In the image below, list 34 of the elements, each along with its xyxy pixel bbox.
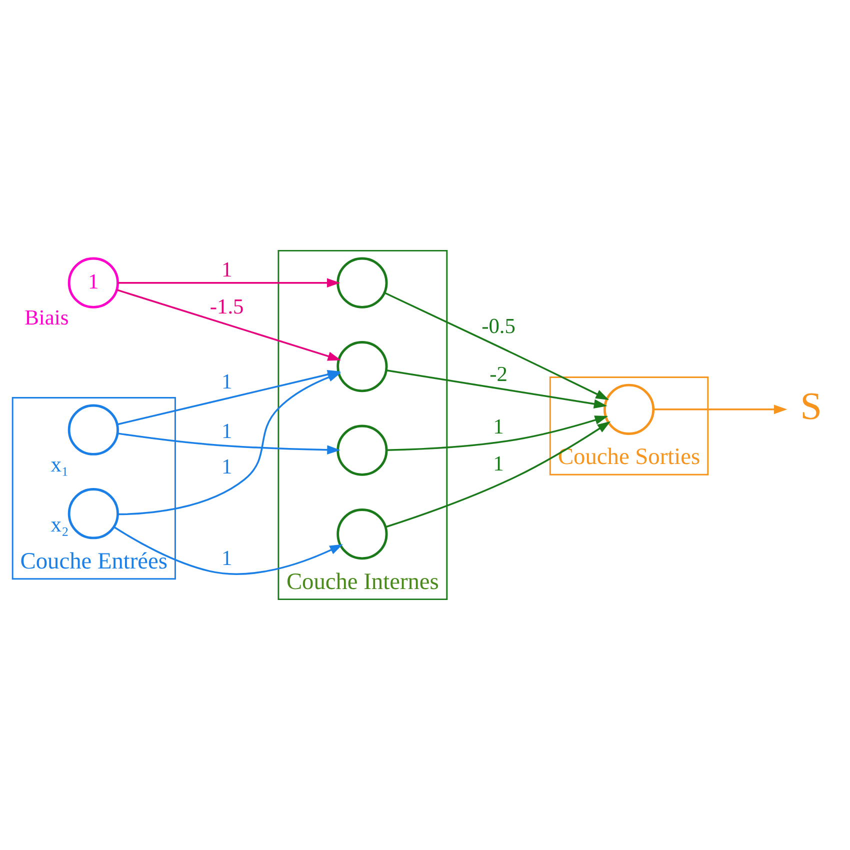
cluster: Couche Sorties <box>549 376 709 476</box>
edge-label: 1 <box>221 454 232 478</box>
node-circle <box>336 424 388 476</box>
node-text: S <box>800 385 822 428</box>
arrow <box>118 372 342 516</box>
node-circle: 1 <box>68 257 119 308</box>
arrow <box>385 421 611 528</box>
edge-label: 1 <box>493 451 504 476</box>
arrow <box>386 370 608 409</box>
node-label: x₂ <box>50 512 69 537</box>
arrow <box>114 526 343 575</box>
edge-label: -0.5 <box>482 314 516 338</box>
node-label: x₁ <box>50 452 69 476</box>
edge-label: -1.5 <box>210 294 244 319</box>
edge-label: -2 <box>490 362 508 386</box>
arrow <box>384 292 609 400</box>
node-circle <box>68 404 119 456</box>
edge-label: 1 <box>221 258 232 282</box>
edge-label: 1 <box>221 419 232 444</box>
node-circle <box>68 488 119 540</box>
arrow <box>118 278 340 288</box>
edge-label: 1 <box>493 414 504 438</box>
arrow <box>654 404 788 414</box>
arrow <box>116 289 342 361</box>
edge-label: 1 <box>221 546 232 570</box>
arrow <box>118 432 340 455</box>
arrow <box>386 416 608 451</box>
node-circle <box>336 341 388 392</box>
node-circle <box>336 257 388 308</box>
node-label: Biais <box>24 305 69 330</box>
node-circle <box>336 508 388 560</box>
edge-label: 1 <box>221 370 232 394</box>
cluster: Couche Internes <box>278 250 448 600</box>
node-circle <box>603 384 655 435</box>
